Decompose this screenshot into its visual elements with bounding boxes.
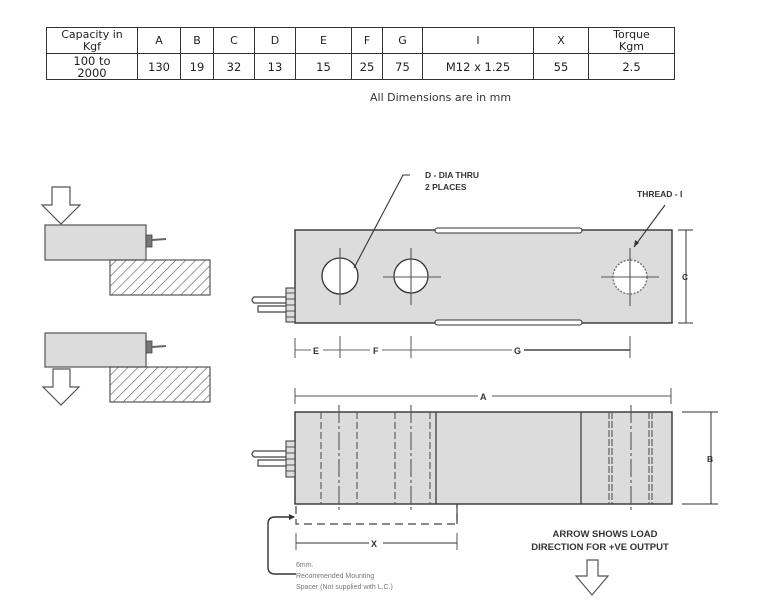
dimension-a: A — [294, 388, 672, 404]
load-illustration-top — [40, 186, 211, 296]
dimension-b-label: B — [707, 454, 713, 464]
dimension-e-label: E — [313, 346, 319, 356]
cell-capacity-line2: 2000 — [77, 65, 107, 80]
cell-b: 19 — [180, 53, 214, 80]
arrow-note-line1: ARROW SHOWS LOAD — [552, 529, 657, 540]
load-arrow-down-icon — [40, 186, 82, 225]
dimension-c: C — [678, 229, 693, 324]
side-view: A — [251, 388, 718, 591]
cell-a: 130 — [137, 53, 181, 80]
load-cell-body — [44, 332, 147, 368]
cell-i: M12 x 1.25 — [422, 53, 534, 80]
dimension-g-label: G — [514, 346, 521, 356]
spacer-leader — [267, 516, 296, 575]
load-direction-note: ARROW SHOWS LOAD DIRECTION FOR +VE OUTPU… — [531, 529, 669, 596]
cable-connector-icon — [251, 440, 296, 478]
connector — [145, 340, 153, 354]
cell-x: 55 — [533, 53, 589, 80]
thread-label: THREAD - I — [637, 189, 682, 199]
support-block — [109, 259, 211, 296]
dimension-x: X — [295, 533, 458, 550]
arrow-note-line2: DIRECTION FOR +VE OUTPUT — [531, 542, 669, 553]
top-view: D - DIA THRU 2 PLACES THREAD - I C E F G — [251, 170, 693, 358]
d-dia-label: D - DIA THRU — [425, 170, 479, 180]
mounting-hole — [321, 248, 359, 305]
header-d: D — [254, 27, 296, 54]
dimension-f-label: F — [373, 346, 379, 356]
load-cell-body — [44, 224, 147, 261]
dimension-efg: E F G — [294, 336, 631, 358]
header-f: F — [351, 27, 383, 54]
cell-g: 75 — [382, 53, 423, 80]
cell-capacity-line1: 100 to — [73, 53, 111, 68]
d-dia-places-label: 2 PLACES — [425, 182, 467, 192]
dimension-x-label: X — [371, 539, 377, 549]
dimension-c-label: C — [682, 272, 688, 282]
load-arrow-down-icon — [41, 368, 81, 406]
header-torque-line2: Kgm — [619, 39, 644, 53]
cell-e: 15 — [295, 53, 352, 80]
header-capacity-line1: Capacity in — [61, 27, 123, 41]
mounting-hole — [383, 248, 441, 305]
spacer-note-line3: Spacer (Not supplied with L.C.) — [296, 584, 393, 591]
load-direction-arrow-icon — [574, 559, 610, 596]
cell-torque: 2.5 — [588, 53, 675, 80]
load-illustration-bottom — [41, 332, 211, 406]
mounting-spacer — [295, 504, 458, 525]
dimension-a-label: A — [480, 392, 487, 402]
support-block — [109, 366, 211, 403]
dimensions-note: All Dimensions are in mm — [370, 91, 512, 104]
spacer-note-line2: Recommended Mounting — [296, 573, 374, 580]
header-capacity-line2: Kgf — [82, 39, 102, 53]
cell-c: 32 — [213, 53, 255, 80]
beam-side-view — [294, 411, 673, 505]
d-dia-leader — [353, 174, 410, 269]
threaded-hole — [601, 248, 659, 306]
header-torque-line1: Torque — [613, 27, 650, 41]
header-e: E — [295, 27, 352, 54]
dimension-b: B — [682, 411, 718, 505]
spacer-note-line1: 6mm. — [296, 562, 314, 569]
cable-connector-icon — [251, 287, 296, 323]
connector — [145, 234, 153, 248]
thread-leader — [633, 204, 666, 248]
